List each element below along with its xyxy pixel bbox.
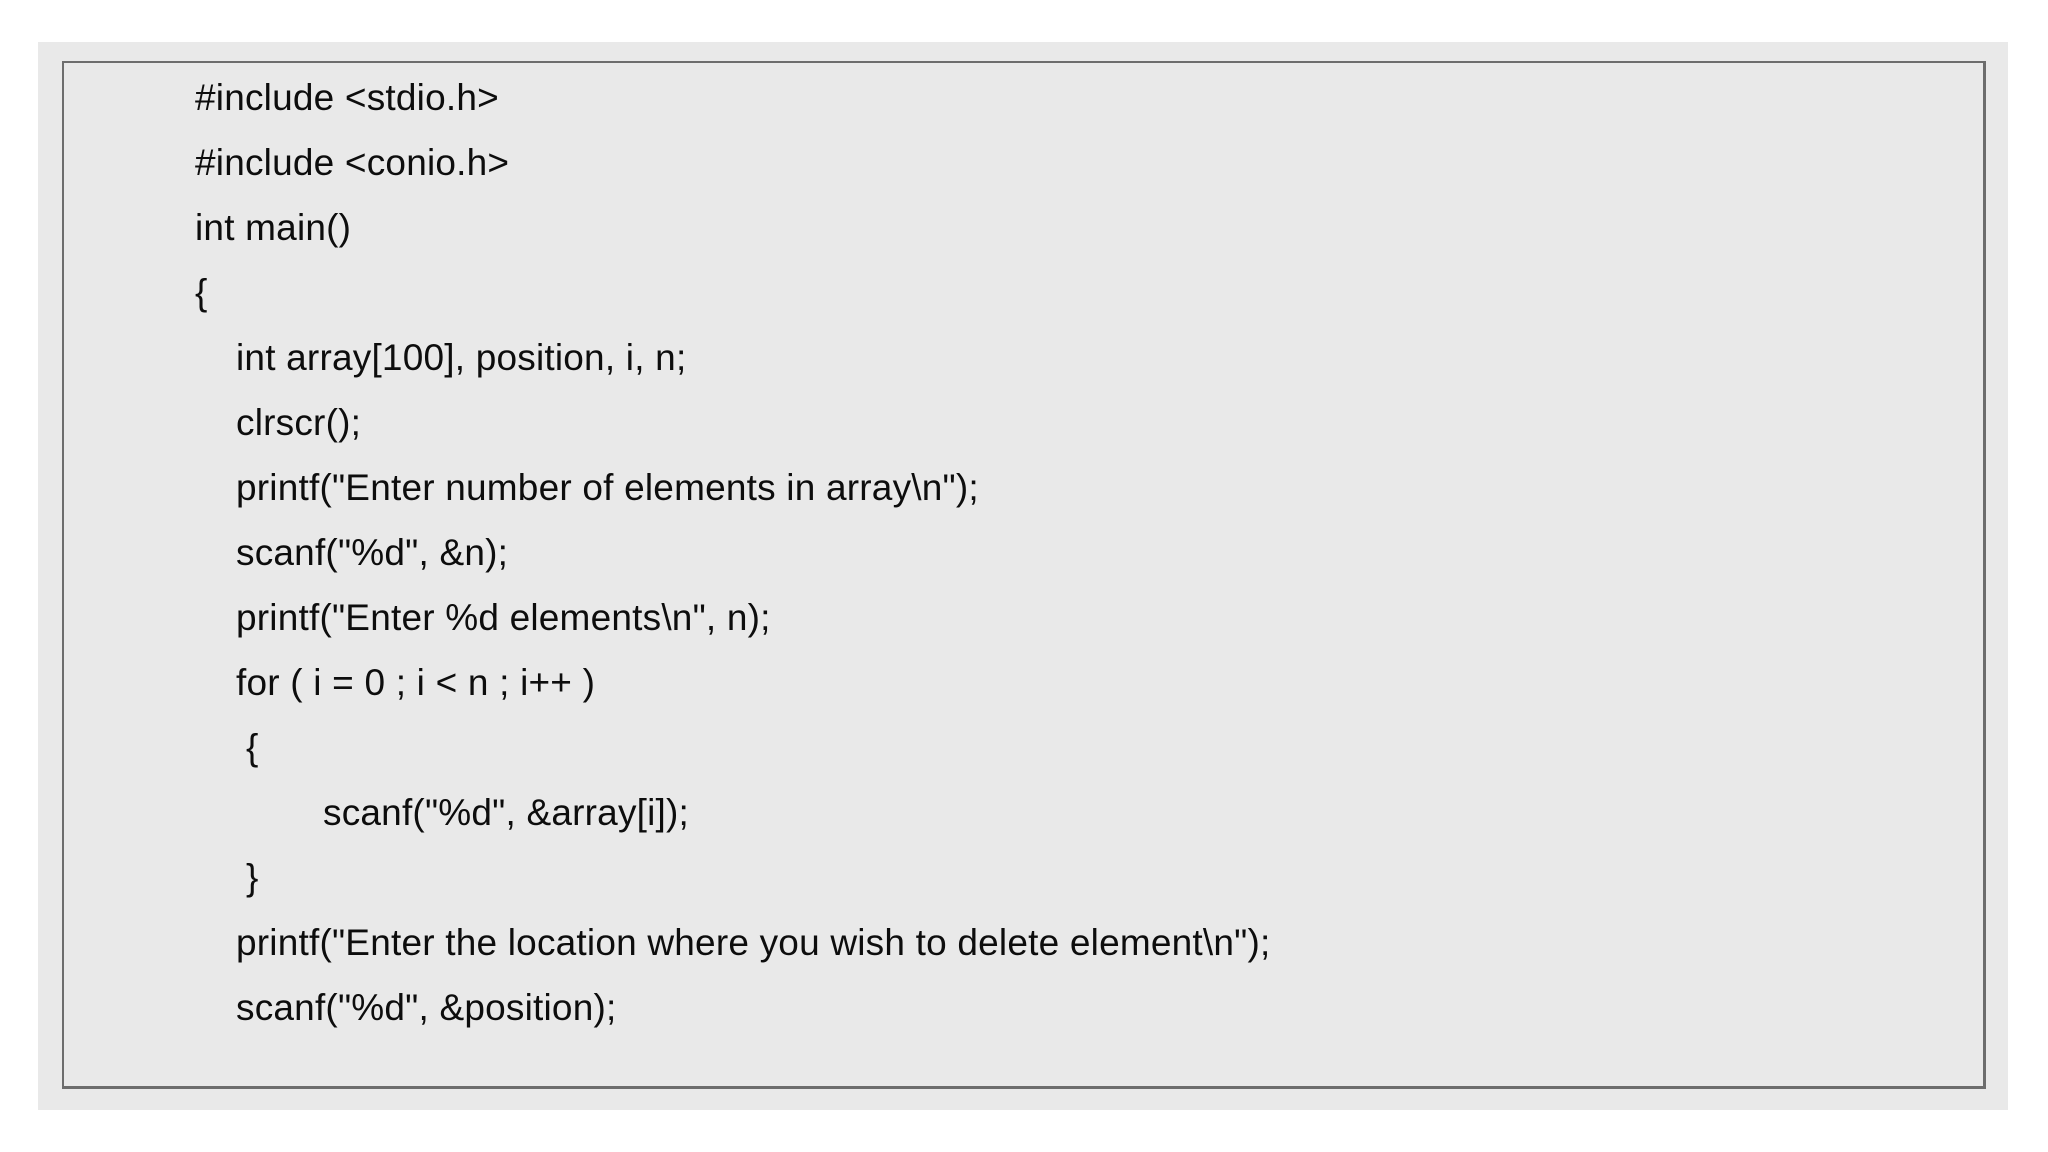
code-line: } xyxy=(246,857,259,898)
code-line: int array[100], position, i, n; xyxy=(236,337,687,378)
code-line: for ( i = 0 ; i < n ; i++ ) xyxy=(236,662,596,703)
code-line: #include <stdio.h> xyxy=(195,77,499,118)
code-line: printf("Enter the location where you wis… xyxy=(236,922,1271,963)
code-line: scanf("%d", &position); xyxy=(236,987,617,1028)
code-line: int main() xyxy=(195,207,352,248)
code-listing: #include <stdio.h> #include <conio.h> int … xyxy=(64,63,1983,1040)
code-line: { xyxy=(195,272,208,313)
code-line: printf("Enter number of elements in arra… xyxy=(236,467,979,508)
code-line: scanf("%d", &n); xyxy=(236,532,509,573)
code-line: clrscr(); xyxy=(236,402,362,443)
code-box: #include <stdio.h> #include <conio.h> int … xyxy=(62,61,1986,1089)
code-line: printf("Enter %d elements\n", n); xyxy=(236,597,771,638)
content-panel: #include <stdio.h> #include <conio.h> int … xyxy=(38,42,2008,1110)
code-line: #include <conio.h> xyxy=(195,142,510,183)
code-line: { xyxy=(246,727,259,768)
code-line: scanf("%d", &array[i]); xyxy=(323,792,690,833)
